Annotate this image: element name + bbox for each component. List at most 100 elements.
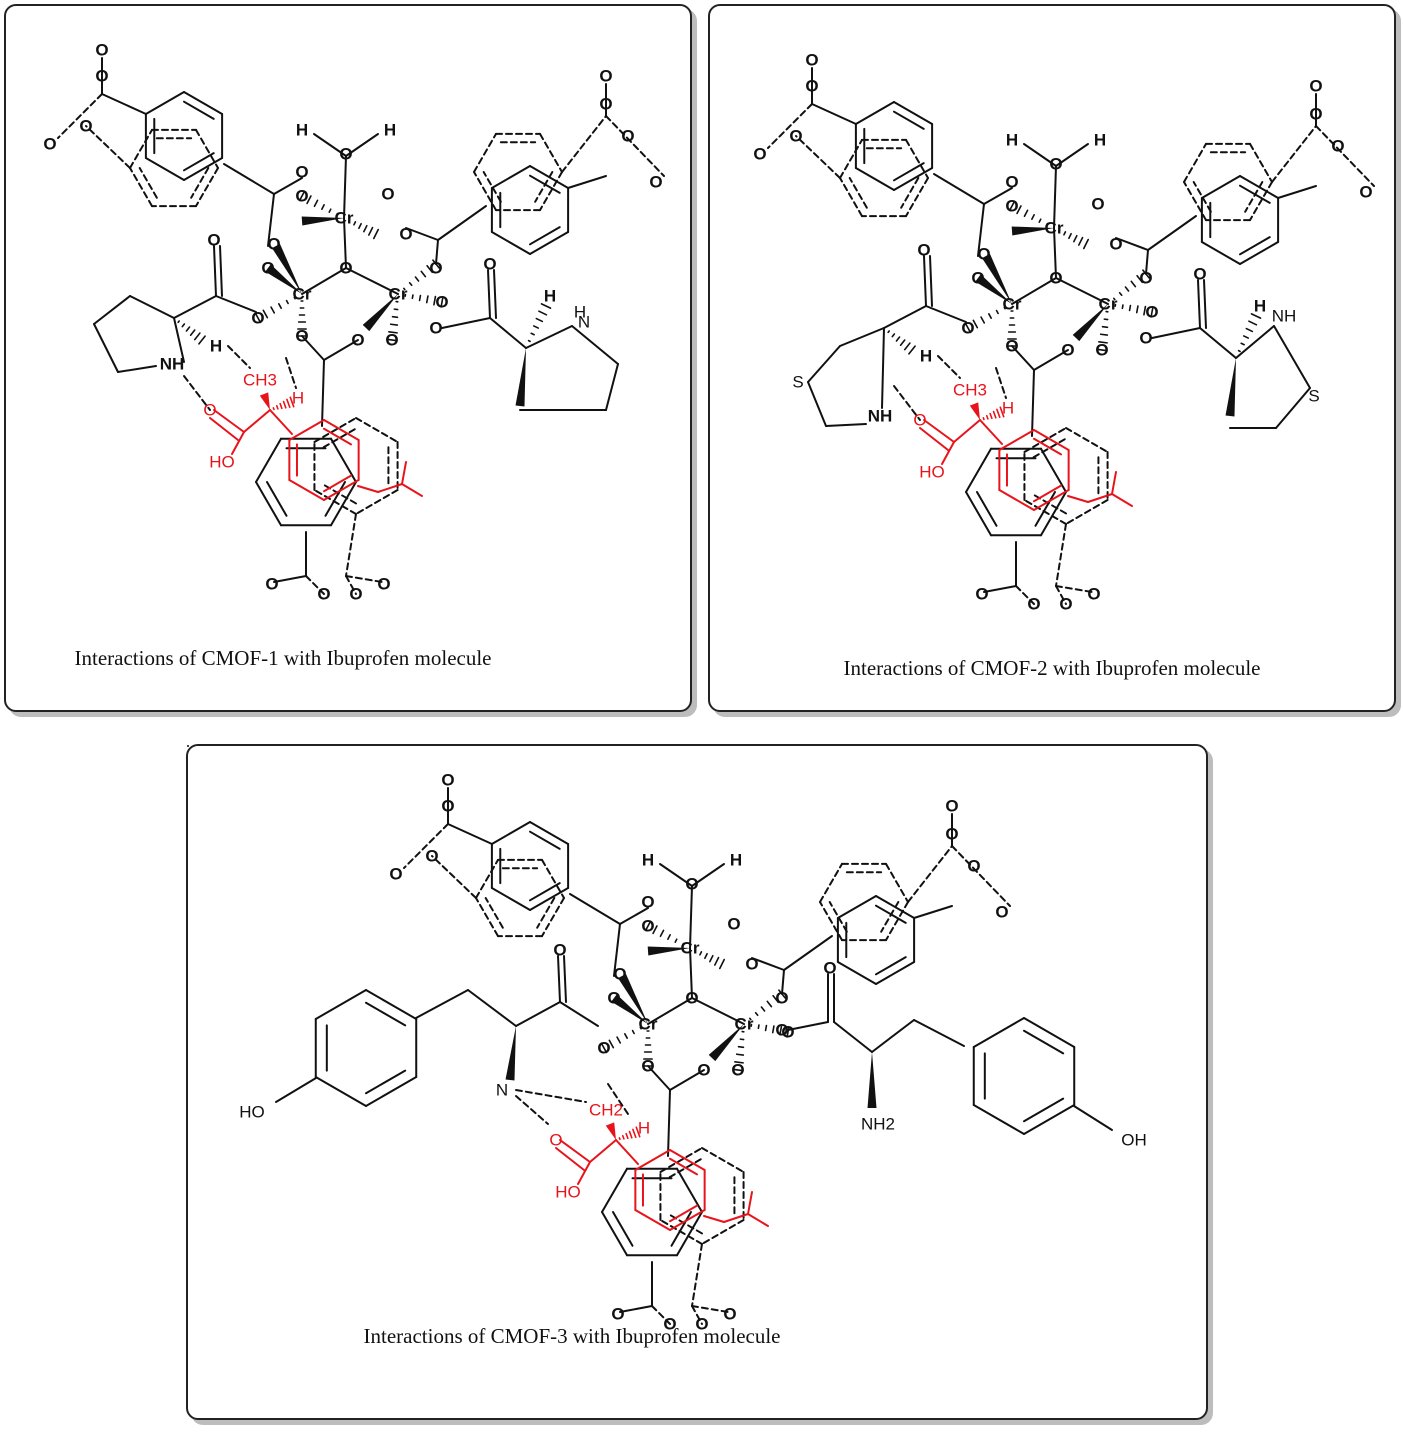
ibuprofen-chain (723, 1213, 749, 1223)
dashed-linker-ring (195, 128, 219, 169)
hashed-bond (985, 414, 989, 420)
cr-o-bond (343, 217, 347, 269)
hashed-bond (1135, 305, 1139, 314)
hashed-bond (631, 1029, 635, 1035)
linker-ring-double-bond (612, 1211, 634, 1247)
dashed-linker-ring (539, 132, 563, 173)
oxygen-label: O (613, 965, 626, 984)
cr-o-bond (1011, 277, 1057, 305)
oxygen-label: O (351, 331, 364, 350)
linker-ring-double-bond (529, 830, 561, 850)
hashed-bond (899, 339, 906, 347)
ch2-bond (467, 989, 517, 1027)
linker-ring (601, 1167, 628, 1213)
linker-ring (529, 887, 570, 911)
hashed-bond (181, 323, 186, 328)
linker-bond (783, 935, 833, 971)
dashed-linker-bond (561, 115, 607, 173)
hashed-bond (1008, 200, 1016, 212)
hashed-bond (749, 1017, 752, 1021)
wedge-bond (647, 946, 690, 956)
linker-ring (676, 1167, 703, 1213)
ester-o-label: O (917, 241, 930, 260)
oxygen-label: O (1059, 595, 1072, 614)
ester-o-label: O (1139, 329, 1152, 348)
hashed-bond (764, 1024, 768, 1032)
linker-ring (854, 101, 895, 125)
linker-ring (893, 167, 934, 191)
ibuprofen-o-label: O (549, 1131, 562, 1150)
dashed-linker-ring (819, 862, 843, 903)
oxygen-label: O (1091, 195, 1104, 214)
ibuprofen-ring (323, 479, 360, 501)
ibuprofen-oh-label: HO (919, 463, 945, 482)
alpha-h-label: H (920, 347, 932, 366)
oxygen-label: O (641, 893, 654, 912)
o-h-bond (659, 863, 693, 887)
hashed-bond (737, 1045, 745, 1049)
hashed-bond (1128, 304, 1132, 312)
hashed-bond (772, 994, 780, 1004)
hbond-dash (893, 385, 921, 421)
dashed-linker-ring (1249, 142, 1273, 183)
hashed-bond (433, 295, 437, 306)
hashed-bond (972, 319, 979, 329)
hashed-bond (391, 315, 399, 319)
ring-nh-label: NH (1272, 307, 1297, 326)
water-h-label: H (1006, 131, 1018, 150)
ibuprofen-ring (998, 489, 1035, 511)
dashed-linker-ring (1023, 427, 1067, 453)
hashed-bond (279, 402, 283, 410)
ester-o-label: O (775, 1021, 788, 1040)
cr-o-bond (301, 267, 347, 295)
hashed-bond (527, 339, 531, 343)
oxygen-label: O (975, 585, 988, 604)
carboxylate-bond (647, 1065, 671, 1091)
linker-ring (1040, 447, 1067, 493)
hashed-bond (628, 1130, 633, 1139)
hashed-bond (674, 938, 678, 943)
hashed-bond (189, 329, 196, 337)
hashed-bond (1118, 291, 1123, 297)
dashed-linker-ring-double-bond (322, 427, 357, 449)
cr-o-bond (691, 997, 745, 1025)
ibuprofen-ring-double-bond (323, 474, 353, 493)
carboxylate-bond (1033, 349, 1069, 371)
ibuprofen-ring (323, 419, 360, 441)
pyrrolidine-bond (93, 295, 131, 325)
linker-ring-double-bond (324, 481, 346, 517)
dashed-linker-ring (473, 171, 497, 212)
hashed-bond (1143, 305, 1147, 316)
dashed-linker-ring (475, 858, 499, 899)
hashed-bond (262, 309, 269, 319)
linker-bond (447, 823, 493, 845)
hashed-bond (718, 958, 726, 970)
hashed-bond (254, 312, 262, 324)
oxygen-label: O (1139, 269, 1152, 288)
hashed-bond (608, 1039, 615, 1049)
alpha-h-label: H (544, 287, 556, 306)
oxygen-label: O (1061, 341, 1074, 360)
linker-ring (490, 887, 531, 911)
oxygen-label: O (753, 145, 766, 164)
oxygen-label: O (1095, 341, 1108, 360)
carboxylate-bond (301, 335, 325, 361)
hashed-bond (1045, 222, 1049, 226)
ester-o-label: O (553, 941, 566, 960)
wedge-bond (618, 973, 648, 1024)
hashed-bond (538, 310, 548, 316)
dashed-linker-ring (839, 138, 863, 179)
hashed-bond (282, 400, 287, 409)
ibuprofen-methyl-label: CH3 (243, 371, 277, 390)
hashed-bond (425, 295, 429, 304)
dashed-linker-bond (691, 1243, 703, 1307)
carboxylate-bond (619, 907, 649, 925)
caption-cmof-2: Interactions of CMOF-2 with Ibuprofen mo… (843, 656, 1261, 680)
hashed-bond (368, 226, 374, 236)
dashed-linker-ring (129, 167, 153, 208)
hashed-bond (411, 294, 414, 300)
hashed-bond (704, 952, 708, 960)
dashed-linker-bond (907, 845, 953, 903)
phenol-oh-bond (1073, 1105, 1113, 1131)
oxygen-label: O (723, 1305, 736, 1324)
